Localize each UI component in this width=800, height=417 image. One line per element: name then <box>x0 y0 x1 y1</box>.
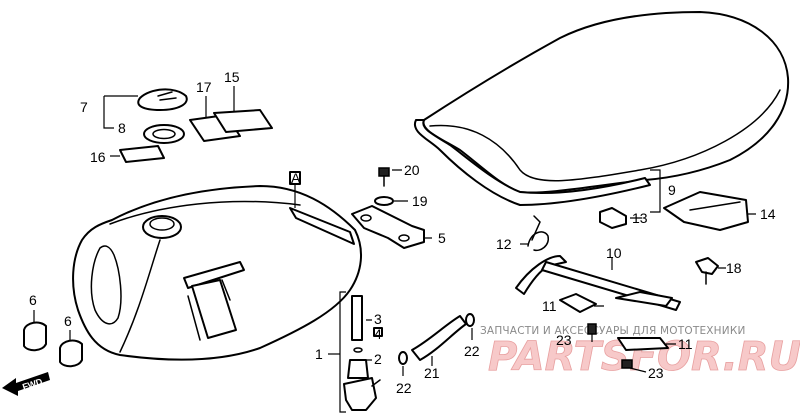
callout-12: 12 <box>496 236 512 252</box>
callout-11-lower: 11 <box>678 336 693 352</box>
callout-23-lower: 23 <box>648 365 664 381</box>
fuel-hose <box>398 313 475 376</box>
fuel-tank: A <box>72 170 362 361</box>
callout-11-upper: 11 <box>542 298 557 314</box>
callout-18: 18 <box>726 260 742 276</box>
callout-10: 10 <box>606 245 622 261</box>
callout-4: 4 <box>374 326 382 342</box>
callout-19: 19 <box>412 193 428 209</box>
callout-20: 20 <box>404 162 420 178</box>
callout-2: 2 <box>374 351 382 367</box>
callout-1: 1 <box>315 346 323 362</box>
callout-21: 21 <box>424 365 440 381</box>
callout-9: 9 <box>668 182 676 198</box>
tank-cap-group <box>103 86 273 163</box>
rubber-cushions <box>23 310 83 368</box>
callout-17: 17 <box>196 79 212 95</box>
callout-22-right: 22 <box>464 343 480 359</box>
callout-14: 14 <box>760 206 776 222</box>
callout-23-upper: 23 <box>556 332 572 348</box>
callout-13: 13 <box>632 210 648 226</box>
fuel-valve-assembly <box>328 291 383 413</box>
tank-mount-group <box>351 167 432 249</box>
seat-hardware <box>515 169 756 373</box>
callout-5: 5 <box>438 230 446 246</box>
callout-A: A <box>291 170 301 186</box>
callout-3: 3 <box>374 311 382 327</box>
callout-7: 7 <box>80 99 88 115</box>
watermark-logo: PARTSFOR.RU <box>488 334 800 380</box>
fwd-arrow-icon: FWD <box>2 372 50 396</box>
seat <box>413 11 790 206</box>
callout-15: 15 <box>224 69 240 85</box>
watermark-tagline: ЗАПЧАСТИ И АКСЕССУАРЫ ДЛЯ МОТОТЕХНИКИ <box>480 325 746 337</box>
fwd-label: FWD <box>21 376 44 392</box>
callout-6-lower: 6 <box>64 313 72 329</box>
callout-22-left: 22 <box>396 380 412 396</box>
callout-16: 16 <box>90 149 106 165</box>
callout-8: 8 <box>118 120 126 136</box>
callout-6-upper: 6 <box>29 292 37 308</box>
